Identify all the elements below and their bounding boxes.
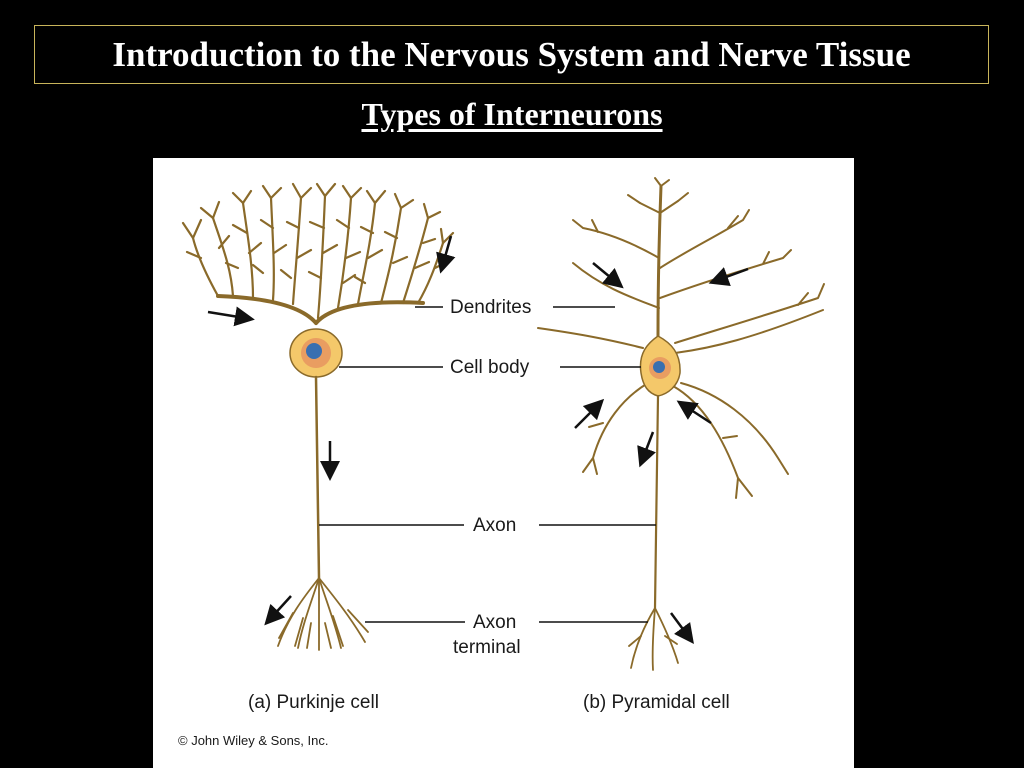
neuron-figure: Dendrites Cell body Axon Axon terminal (… [153, 158, 854, 768]
pyramidal-axon-terminal [628, 607, 679, 671]
cell-body-label: Cell body [450, 357, 530, 378]
neuron-diagram: Dendrites Cell body Axon Axon terminal (… [178, 177, 825, 748]
slide-subtitle: Types of Interneurons [361, 96, 663, 132]
axon-callout: Axon [319, 515, 656, 536]
slide-title: Introduction to the Nervous System and N… [112, 34, 911, 74]
axon-label: Axon [473, 515, 516, 536]
dendrites-callout: Dendrites [415, 297, 615, 318]
pyramidal-dendrites [537, 177, 825, 499]
purkinje-cell [181, 182, 456, 651]
purkinje-nucleus [306, 343, 322, 359]
caption-pyramidal: (b) Pyramidal cell [583, 692, 730, 713]
cell-body-callout: Cell body [339, 357, 641, 378]
axon-terminal-callout: Axon terminal [365, 612, 648, 658]
title-box: Introduction to the Nervous System and N… [34, 25, 989, 84]
pyramidal-cell [537, 177, 825, 671]
axon-terminal-label-line2: terminal [453, 637, 521, 658]
pyramidal-nucleus [653, 361, 665, 373]
dendrites-label: Dendrites [450, 297, 531, 318]
purkinje-axon [314, 375, 321, 580]
pyramidal-axon [653, 394, 660, 610]
caption-purkinje: (a) Purkinje cell [248, 692, 379, 713]
copyright-notice: © John Wiley & Sons, Inc. [178, 733, 328, 748]
purkinje-axon-terminal [277, 577, 369, 651]
axon-terminal-label-line1: Axon [473, 612, 516, 633]
purkinje-dendrites [181, 182, 455, 325]
